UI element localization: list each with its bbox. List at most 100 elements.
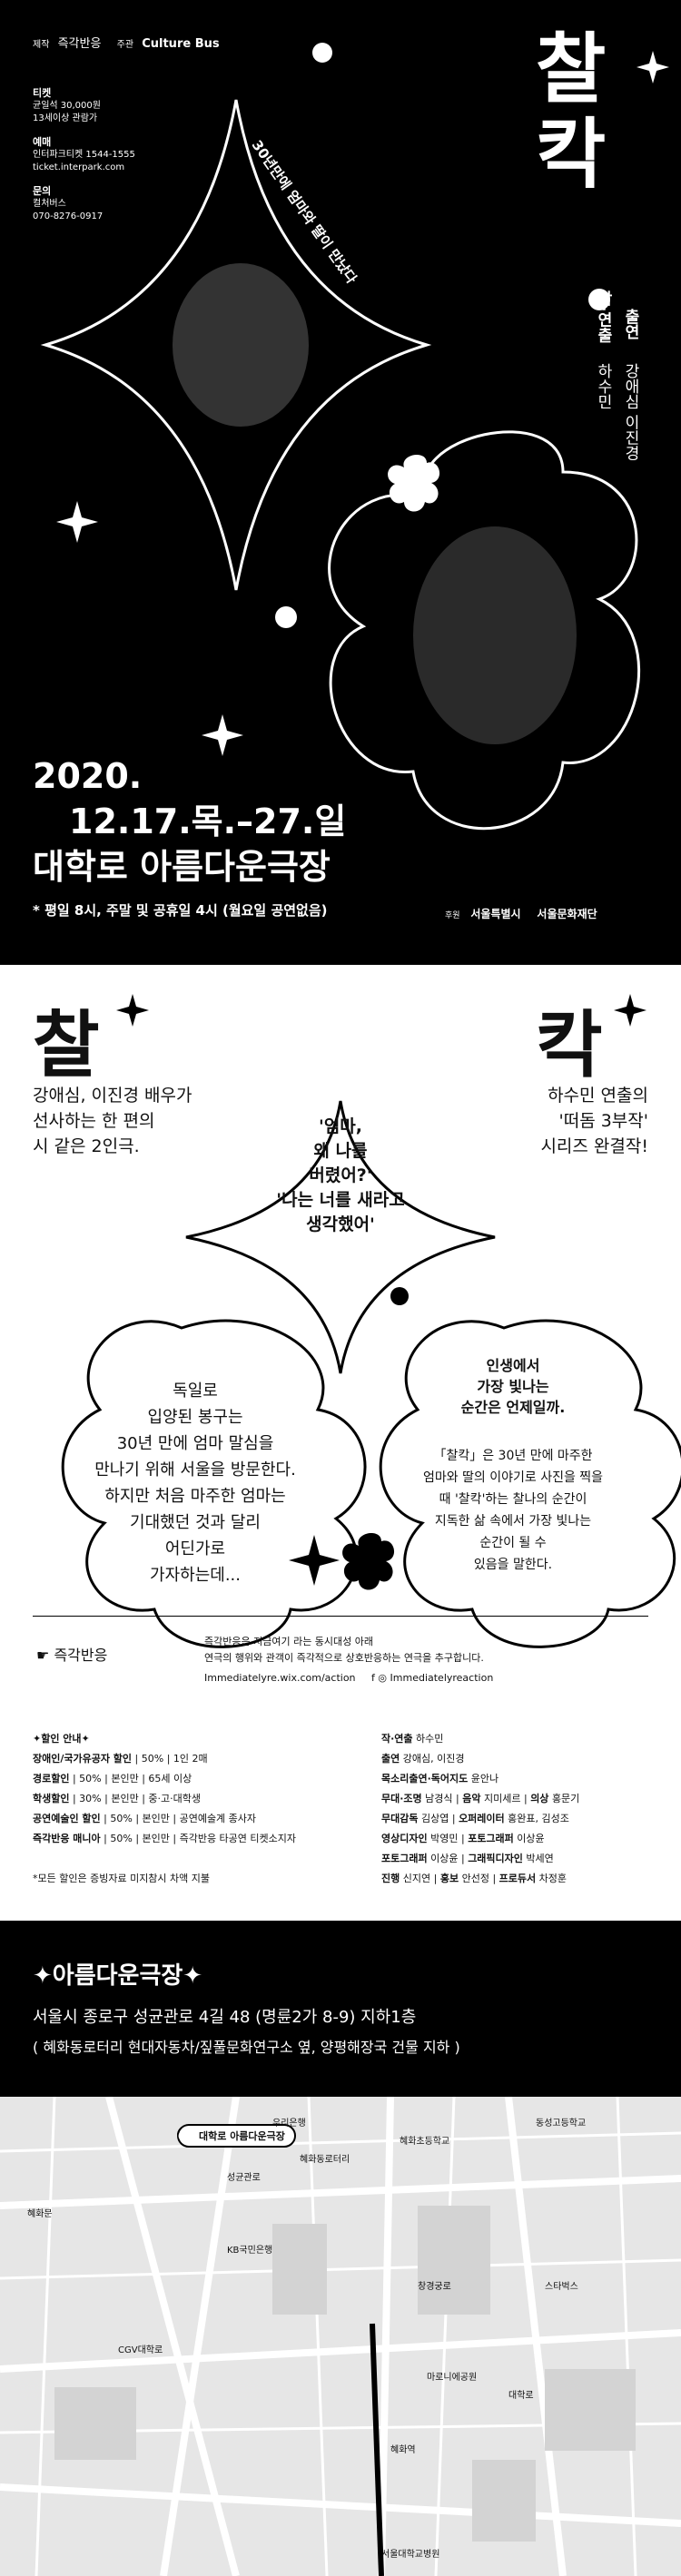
sparkle-icon xyxy=(56,501,98,543)
map-label: CGV대학로 xyxy=(118,2345,163,2355)
year: 2020. xyxy=(33,756,143,796)
credit-row: 영상디자인 박영민 | 포토그래퍼 이상윤 xyxy=(381,1833,545,1844)
sns-handle[interactable]: Immediatelyreaction xyxy=(390,1672,494,1684)
intro-title-left: 찰 xyxy=(33,1003,100,1087)
story-line: 어딘가로 xyxy=(164,1539,226,1558)
map-label: 창경궁로 xyxy=(418,2282,451,2292)
quote-line: 버렸어?' xyxy=(309,1165,372,1185)
story-title-line: 인생에서 xyxy=(486,1357,540,1374)
producer-logo-text: 즉각반응 xyxy=(57,37,102,51)
credit-row: 무대감독 김상엽 | 오퍼레이터 홍완표, 김성조 xyxy=(381,1813,569,1824)
story-line: 엄마와 딸의 이야기로 사진을 찍을 xyxy=(422,1470,604,1485)
quote-block: '엄마, 왜 나를 버렸어?' '나는 너를 새라고 생각했어' xyxy=(222,1115,459,1237)
map-label: 대학로 xyxy=(508,2391,534,2401)
map-label: 동성고등학교 xyxy=(536,2119,587,2129)
map-label: 우리은행 xyxy=(272,2119,306,2129)
booking-link[interactable]: ticket.interpark.com xyxy=(33,162,125,172)
sponsors: 후원 서울특별시 서울문화재단 xyxy=(445,908,597,922)
map-label: 혜화역 xyxy=(390,2445,416,2455)
story-line: 하지만 처음 마주한 엄마는 xyxy=(104,1487,286,1506)
hand-icon: ☛ xyxy=(36,1647,50,1664)
map-label: 혜화초등학교 xyxy=(400,2137,450,2147)
sparkle-icon xyxy=(289,1535,340,1586)
discount-section: ✦할인 안내✦ 장애인/국가유공자 할인 | 50% | 1인 2매 경로할인 … xyxy=(33,1729,350,1889)
story-line: 있음을 말한다. xyxy=(473,1558,553,1572)
sparkle-icon xyxy=(116,994,149,1027)
story-line: 30년 만에 엄마 말심을 xyxy=(116,1434,274,1453)
story-left: 독일로 입양된 봉구는 30년 만에 엄마 말심을 만나기 위해 서울을 방문한… xyxy=(64,1378,327,1588)
intro-section: 찰 칵 강애심, 이진경 배우가 선사하는 한 편의 시 같은 2인극. 하수민… xyxy=(0,965,681,1920)
clover-icon xyxy=(342,1532,395,1590)
booking-line: 인터파크티켓 1544-1555 xyxy=(33,150,135,160)
clover-frame xyxy=(328,430,641,830)
director-label: 작·연출 xyxy=(594,290,612,343)
company-logo-text: 즉각반응 xyxy=(54,1647,108,1664)
director-name: 하수민 xyxy=(594,363,612,409)
quote-line: '나는 너를 새라고 xyxy=(276,1190,405,1210)
inquiry-line: 070-8276-0917 xyxy=(33,211,104,221)
company-desc-line: 즉각반응은 지금여기 라는 동시대성 아래 xyxy=(204,1636,374,1647)
map-label: 혜화문 xyxy=(27,2209,53,2219)
location-section: ✦아름다운극장✦ 서울시 종로구 성균관로 4길 48 (명륜2가 8-9) 지… xyxy=(0,1921,681,2097)
story-line: 때 '찰칵'하는 찰나의 순간이 xyxy=(439,1492,587,1507)
sparkle-icon xyxy=(614,994,646,1027)
quote-line: 왜 나를 xyxy=(313,1141,368,1161)
credit-row: 출연 강애심, 이진경 xyxy=(381,1753,465,1765)
story-left-frame xyxy=(61,1319,367,1648)
ticket-line: 13세이상 관람가 xyxy=(33,113,98,123)
intro-decoration xyxy=(61,994,681,1648)
story-line: 입양된 봉구는 xyxy=(147,1408,243,1427)
company-logo: ☛ 즉각반응 xyxy=(36,1643,107,1665)
company-desc: 즉각반응은 지금여기 라는 동시대성 아래 연극의 행위와 관객이 즉각적으로 … xyxy=(204,1634,493,1686)
website-link[interactable]: Immediatelyre.wix.com/action xyxy=(204,1672,356,1684)
cast-names: 강애심 이진경 xyxy=(621,363,639,461)
quote-line: '엄마, xyxy=(319,1116,362,1136)
credits-section: 작·연출 하수민 출연 강애심, 이진경 목소리출연·독어지도 윤안나 무대·조… xyxy=(381,1729,663,1889)
inquiry-block: 문의 컬처버스 070-8276-0917 xyxy=(33,185,103,223)
map-label: 서울대학교병원 xyxy=(381,2550,440,2560)
intro-title-right: 칵 xyxy=(536,1003,603,1087)
ticket-block: 티켓 균일석 30,000원 13세이상 관람가 xyxy=(33,87,101,125)
company-section: ☛ 즉각반응 즉각반응은 지금여기 라는 동시대성 아래 연극의 행위와 관객이… xyxy=(0,1616,681,1684)
sponsor-sfac: 서울문화재단 xyxy=(537,908,597,920)
producer-label: 제작 xyxy=(33,40,50,50)
map-pin-label[interactable]: 대학로 아름다운극장 xyxy=(177,2124,296,2148)
intro-left-line: 시 같은 2인극. xyxy=(33,1136,140,1156)
location-directions: ( 혜화동로터리 현대자동차/짚풀문화연구소 옆, 양평해장국 건물 지하 ) xyxy=(33,2039,460,2056)
location-map[interactable]: 대학로 아름다운극장 ⬤ 우리은행 혜화초등학교 동성고등학교 혜화역 대학로 … xyxy=(0,2097,681,2576)
discount-item: 즉각반응 매니아 | 50% | 본인만 | 즉각반응 타공연 티켓소지자 xyxy=(33,1833,297,1844)
title-char-2: 칵 xyxy=(536,110,607,199)
discount-item: 공연예술인 할인 | 50% | 본인만 | 공연예술계 종사자 xyxy=(33,1813,257,1824)
intro-right-line: '떠돔 3부작' xyxy=(558,1111,649,1131)
map-label: 성균관로 xyxy=(227,2173,261,2183)
dates: 12.17.목.–27.일 xyxy=(69,801,347,841)
facebook-icon[interactable]: f xyxy=(371,1672,375,1684)
discount-item: 경로할인 | 50% | 본인만 | 65세 이상 xyxy=(33,1773,192,1785)
company-desc-line: 연극의 행위와 관객이 즉각적으로 상호반응하는 연극을 추구합니다. xyxy=(204,1652,484,1664)
discount-item: 학생할인 | 30% | 본인만 | 중·고·대학생 xyxy=(33,1793,201,1804)
map-pin-icon: ⬤ xyxy=(178,2129,190,2141)
booking-title: 예매 xyxy=(33,136,52,148)
host-label: 주관 xyxy=(116,40,134,50)
dot-icon xyxy=(275,606,297,628)
story-title-line: 가장 빛나는 xyxy=(477,1378,549,1395)
story-right-frame xyxy=(379,1319,681,1648)
dot-icon xyxy=(312,43,332,63)
location-title: ✦아름다운극장✦ xyxy=(33,1962,203,1990)
map-label: 마로니에공원 xyxy=(427,2373,478,2383)
quote-line: 생각했어' xyxy=(306,1214,375,1234)
instagram-icon[interactable]: ◎ xyxy=(378,1672,388,1684)
story-line: 순간이 될 수 xyxy=(479,1536,547,1550)
title-char-1: 찰 xyxy=(536,25,607,113)
cast-label: 출연 xyxy=(621,309,639,339)
booking-block: 예매 인터파크티켓 1544-1555 ticket.interpark.com xyxy=(33,136,135,174)
dot-icon xyxy=(390,1287,409,1305)
sponsor-label: 후원 xyxy=(445,911,460,920)
ticket-line: 균일석 30,000원 xyxy=(33,101,101,111)
story-title-line: 순간은 언제일까. xyxy=(460,1399,566,1416)
quote-star-frame xyxy=(185,1100,496,1374)
map-label: KB국민은행 xyxy=(227,2246,273,2256)
sparkle-icon xyxy=(202,714,243,756)
inquiry-title: 문의 xyxy=(33,185,52,197)
clover-icon xyxy=(388,454,440,512)
